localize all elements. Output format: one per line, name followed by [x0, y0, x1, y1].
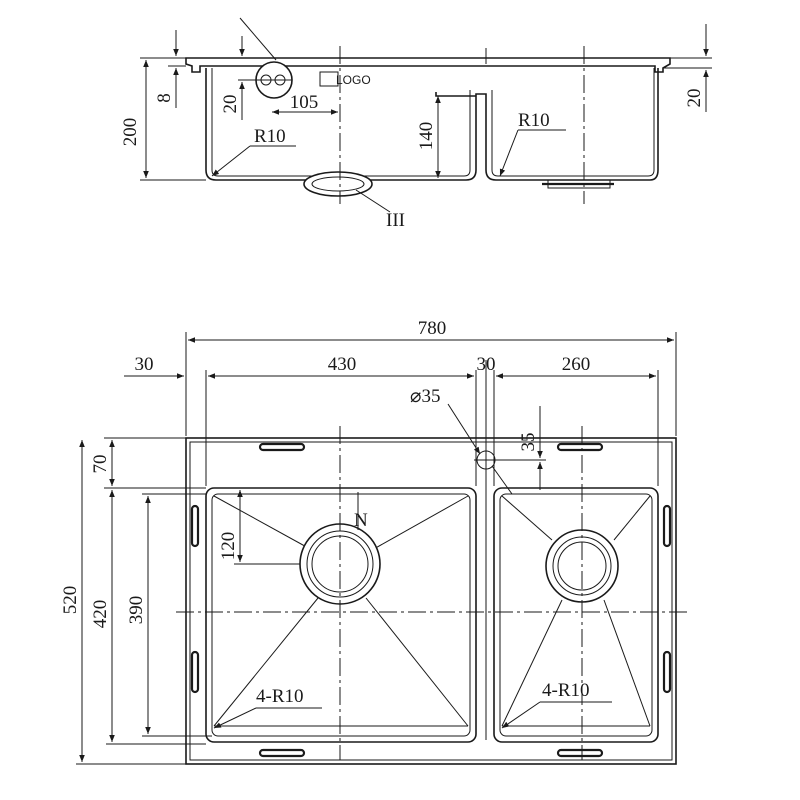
radius-right-r10: R10 [518, 110, 550, 131]
logo-label: LOGO [336, 73, 371, 87]
tap-hole-diameter: ⌀35 [410, 386, 440, 407]
north-mark: N [354, 510, 368, 531]
side-bowl-inner-right [491, 68, 655, 177]
dim-offset-20-left: 20 [220, 95, 241, 114]
dim-height-200: 200 [120, 118, 141, 147]
dim-width-780: 780 [418, 318, 447, 339]
dim-bowl-right-260: 260 [562, 354, 591, 375]
dim-tap-offset-35: 35 [518, 433, 539, 452]
dim-top-margin-70: 70 [90, 455, 111, 474]
dim-bowl-height-390: 390 [126, 596, 147, 625]
dim-offset-20-right: 20 [684, 89, 705, 108]
dim-bowl-height-420: 420 [90, 600, 111, 629]
side-bowl-profile [205, 68, 659, 181]
radius-right-4-r10: 4-R10 [542, 680, 590, 701]
drain-icon [303, 171, 373, 197]
dim-height-520: 520 [60, 586, 81, 615]
radius-left-4-r10: 4-R10 [256, 686, 304, 707]
top-view: 780 30 430 30 260 ⌀35 35 N 120 70 [60, 318, 690, 765]
detail-label-iii: III [386, 210, 405, 231]
sink-outer-rim [185, 437, 677, 765]
dim-hole-offset-105: 105 [290, 92, 319, 113]
side-flange [185, 57, 671, 73]
bowl-right [493, 487, 659, 743]
radius-left-r10: R10 [254, 126, 286, 147]
dim-bowl-left-430: 430 [328, 354, 357, 375]
bowl-left [205, 487, 477, 743]
dim-partition-140: 140 [416, 122, 437, 151]
dim-partition-30: 30 [477, 354, 496, 375]
dim-drain-offset-120: 120 [218, 532, 239, 561]
side-view: LOGO 200 8 20 105 140 R10 R10 [120, 17, 712, 231]
dim-lip-8: 8 [154, 93, 175, 103]
mounting-clip-icon [190, 442, 672, 758]
dim-margin-30-left: 30 [135, 354, 154, 375]
